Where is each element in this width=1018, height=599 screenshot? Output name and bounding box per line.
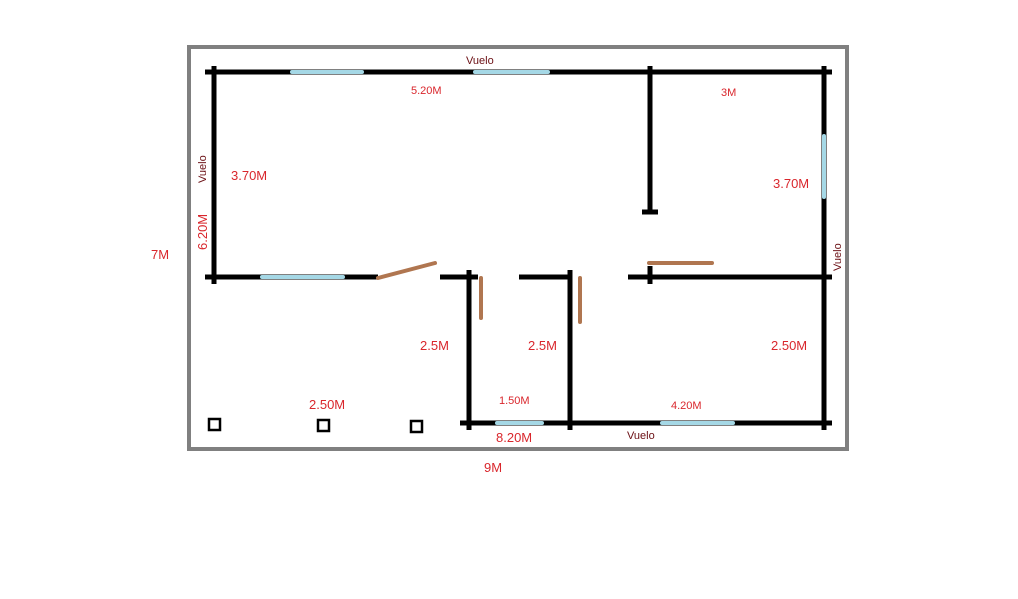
dim-right-370: 3.70M [773,176,809,191]
post-2 [316,418,331,433]
dim-820: 8.20M [496,430,532,445]
dim-left-370: 3.70M [231,168,267,183]
dim-420: 4.20M [671,400,702,412]
dim-250-porch: 2.50M [309,397,345,412]
post-1 [207,417,222,432]
vuelo-right-label: Vuelo [832,243,844,271]
dim-outer-9: 9M [484,460,502,475]
walls [205,66,832,430]
dim-25-b: 2.5M [528,338,557,353]
dim-outer-7: 7M [151,247,169,262]
dim-25-a: 2.5M [420,338,449,353]
dim-top-520: 5.20M [411,85,442,97]
vuelo-left-label: Vuelo [197,155,209,183]
porch-posts [207,417,424,434]
plan-border [187,45,849,451]
post-3 [409,419,424,434]
dim-150: 1.50M [499,395,530,407]
dim-250-right: 2.50M [771,338,807,353]
door-1 [376,261,437,280]
vuelo-top-label: Vuelo [466,55,494,67]
windows [260,70,826,425]
vuelo-bottom-label: Vuelo [627,430,655,442]
dim-top-3: 3M [721,87,736,99]
doors [376,261,714,324]
dim-left-620: 6.20M [195,214,210,250]
